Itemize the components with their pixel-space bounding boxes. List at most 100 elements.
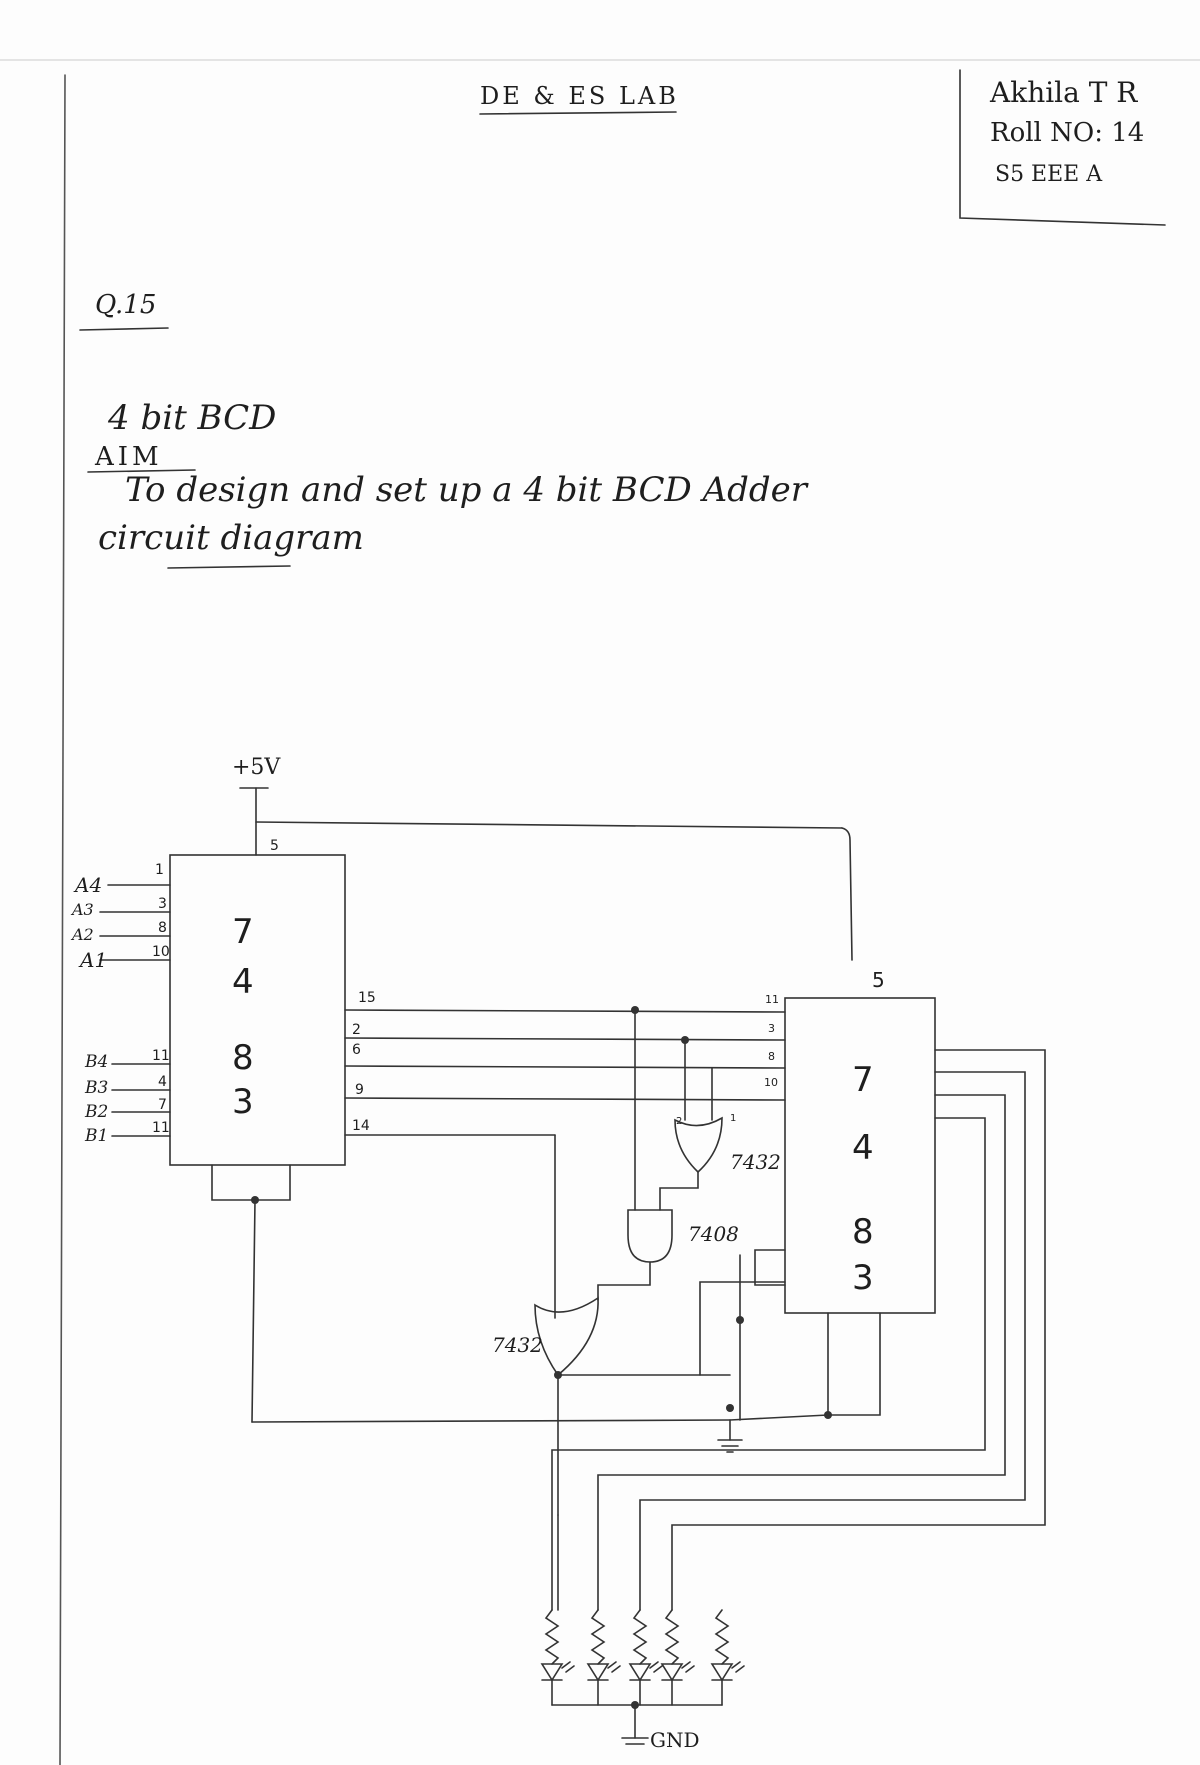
ic1-pin-2: 2 bbox=[352, 1022, 361, 1038]
supply-wire-right bbox=[255, 821, 843, 829]
input-a3-label: A3 bbox=[72, 900, 94, 919]
ic1-pin-1: 1 bbox=[155, 862, 164, 878]
resistor-2 bbox=[590, 1609, 606, 1665]
ic1-digit-4: 3 bbox=[232, 1082, 254, 1122]
ic1-pin-3: 3 bbox=[158, 896, 167, 912]
ic1-pin-top: 5 bbox=[270, 838, 279, 854]
ic1-pin-8: 8 bbox=[158, 920, 167, 936]
input-a4-label: A4 bbox=[75, 873, 103, 897]
junction-3 bbox=[251, 1196, 259, 1204]
gate-label-or-bottom: 7432 bbox=[492, 1333, 543, 1357]
led-4-rays bbox=[681, 1661, 695, 1673]
ic1-digit-1: 7 bbox=[232, 912, 254, 952]
ic1-digit-2: 4 bbox=[232, 962, 254, 1002]
resistor-4 bbox=[664, 1609, 680, 1665]
ic2-pin-10: 10 bbox=[764, 1076, 778, 1089]
diagram-label: circuit diagram bbox=[98, 518, 364, 558]
ic2-digit-1: 7 bbox=[852, 1060, 874, 1100]
carry-feedback-wire bbox=[699, 1281, 786, 1376]
ic1-out-6 bbox=[344, 1065, 786, 1069]
input-b3-label: B3 bbox=[85, 1078, 109, 1098]
led-1 bbox=[540, 1663, 564, 1682]
ic1-pin-7: 7 bbox=[158, 1097, 167, 1113]
led-3 bbox=[628, 1663, 652, 1682]
ic1-pin-14: 14 bbox=[352, 1118, 370, 1134]
or-gate-top bbox=[674, 1116, 723, 1174]
gate-pin-2: 2 bbox=[676, 1116, 683, 1127]
junction-7 bbox=[824, 1411, 832, 1419]
junction-4 bbox=[554, 1371, 562, 1379]
ic1-pin-6: 6 bbox=[352, 1042, 361, 1058]
sum-line-s2 bbox=[597, 1094, 1006, 1611]
question-topic: 4 bit BCD bbox=[108, 398, 277, 438]
diagram-underline bbox=[167, 565, 291, 569]
input-b1-label: B1 bbox=[85, 1126, 109, 1146]
ic2-pin-top: 5 bbox=[872, 968, 885, 992]
header-box bbox=[959, 69, 1166, 226]
ic1-out-9 bbox=[344, 1097, 786, 1101]
ic2-loop-link bbox=[754, 1249, 786, 1286]
and-gate bbox=[627, 1209, 673, 1263]
led-1-rays bbox=[561, 1661, 575, 1673]
page-margin-line bbox=[59, 74, 66, 1765]
gate-label-and: 7408 bbox=[688, 1222, 739, 1246]
led-2-rays bbox=[607, 1661, 621, 1673]
input-a1-label: A1 bbox=[80, 948, 108, 972]
student-name: Akhila T R bbox=[990, 76, 1138, 109]
ic1-body bbox=[169, 854, 346, 1166]
sum-line-s3 bbox=[639, 1071, 1026, 1611]
led-5 bbox=[710, 1663, 734, 1682]
ic1-pin-10: 10 bbox=[152, 944, 170, 960]
title-underline bbox=[479, 111, 677, 115]
question-underline bbox=[79, 327, 169, 331]
ic2-digit-4: 3 bbox=[852, 1258, 874, 1298]
junction-2 bbox=[681, 1036, 689, 1044]
junction-8 bbox=[631, 1701, 639, 1709]
ic1-pin-11b: 11 bbox=[152, 1120, 170, 1136]
junction-5 bbox=[736, 1316, 744, 1324]
ic2-pin-8: 8 bbox=[768, 1050, 775, 1063]
page-title: DE & ES LAB bbox=[480, 82, 679, 110]
aim-underline bbox=[87, 469, 196, 473]
gate-pin-1: 1 bbox=[730, 1113, 737, 1124]
ground-label: GND bbox=[650, 1728, 700, 1752]
sum-line-s1 bbox=[551, 1117, 986, 1611]
or-top-output bbox=[659, 1171, 699, 1211]
resistor-5 bbox=[714, 1609, 730, 1665]
ic2-digit-3: 8 bbox=[852, 1212, 874, 1252]
input-a2-label: A2 bbox=[72, 925, 94, 944]
gate-label-or-top: 7432 bbox=[730, 1150, 781, 1174]
input-b4-label: B4 bbox=[85, 1052, 109, 1072]
supply-label: +5V bbox=[232, 755, 281, 780]
input-b2-label: B2 bbox=[85, 1102, 109, 1122]
ic2-bottom-link bbox=[827, 1312, 881, 1416]
resistor-1 bbox=[544, 1609, 560, 1665]
led-4 bbox=[660, 1663, 684, 1682]
and-output bbox=[597, 1261, 651, 1301]
led-2 bbox=[586, 1663, 610, 1682]
ic2-pin-3: 3 bbox=[768, 1022, 775, 1035]
ic1-ground-wire bbox=[251, 1199, 256, 1423]
ic2-pin-11: 11 bbox=[765, 993, 779, 1006]
or-gate-bottom bbox=[534, 1296, 599, 1377]
junction-6 bbox=[726, 1404, 734, 1412]
ic1-pin-11a: 11 bbox=[152, 1048, 170, 1064]
class-label: S5 EEE A bbox=[995, 162, 1103, 187]
roll-number: Roll NO: 14 bbox=[990, 118, 1145, 148]
ic1-pin-15: 15 bbox=[358, 990, 376, 1006]
supply-wire-to-ic2 bbox=[841, 827, 853, 961]
ic2-digit-2: 4 bbox=[852, 1128, 874, 1168]
sum-line-s4 bbox=[671, 1049, 1046, 1611]
ic1-bottom-link bbox=[211, 1164, 291, 1201]
led-3-rays bbox=[649, 1661, 663, 1673]
ic2-body bbox=[784, 997, 936, 1314]
aim-text: To design and set up a 4 bit BCD Adder bbox=[125, 470, 808, 510]
ic1-digit-3: 8 bbox=[232, 1038, 254, 1078]
ic1-pin-4: 4 bbox=[158, 1074, 167, 1090]
led-5-rays bbox=[731, 1661, 745, 1673]
ground-bus bbox=[251, 1419, 731, 1423]
ic1-out-2 bbox=[344, 1037, 786, 1041]
ic1-pin-9: 9 bbox=[355, 1082, 364, 1098]
